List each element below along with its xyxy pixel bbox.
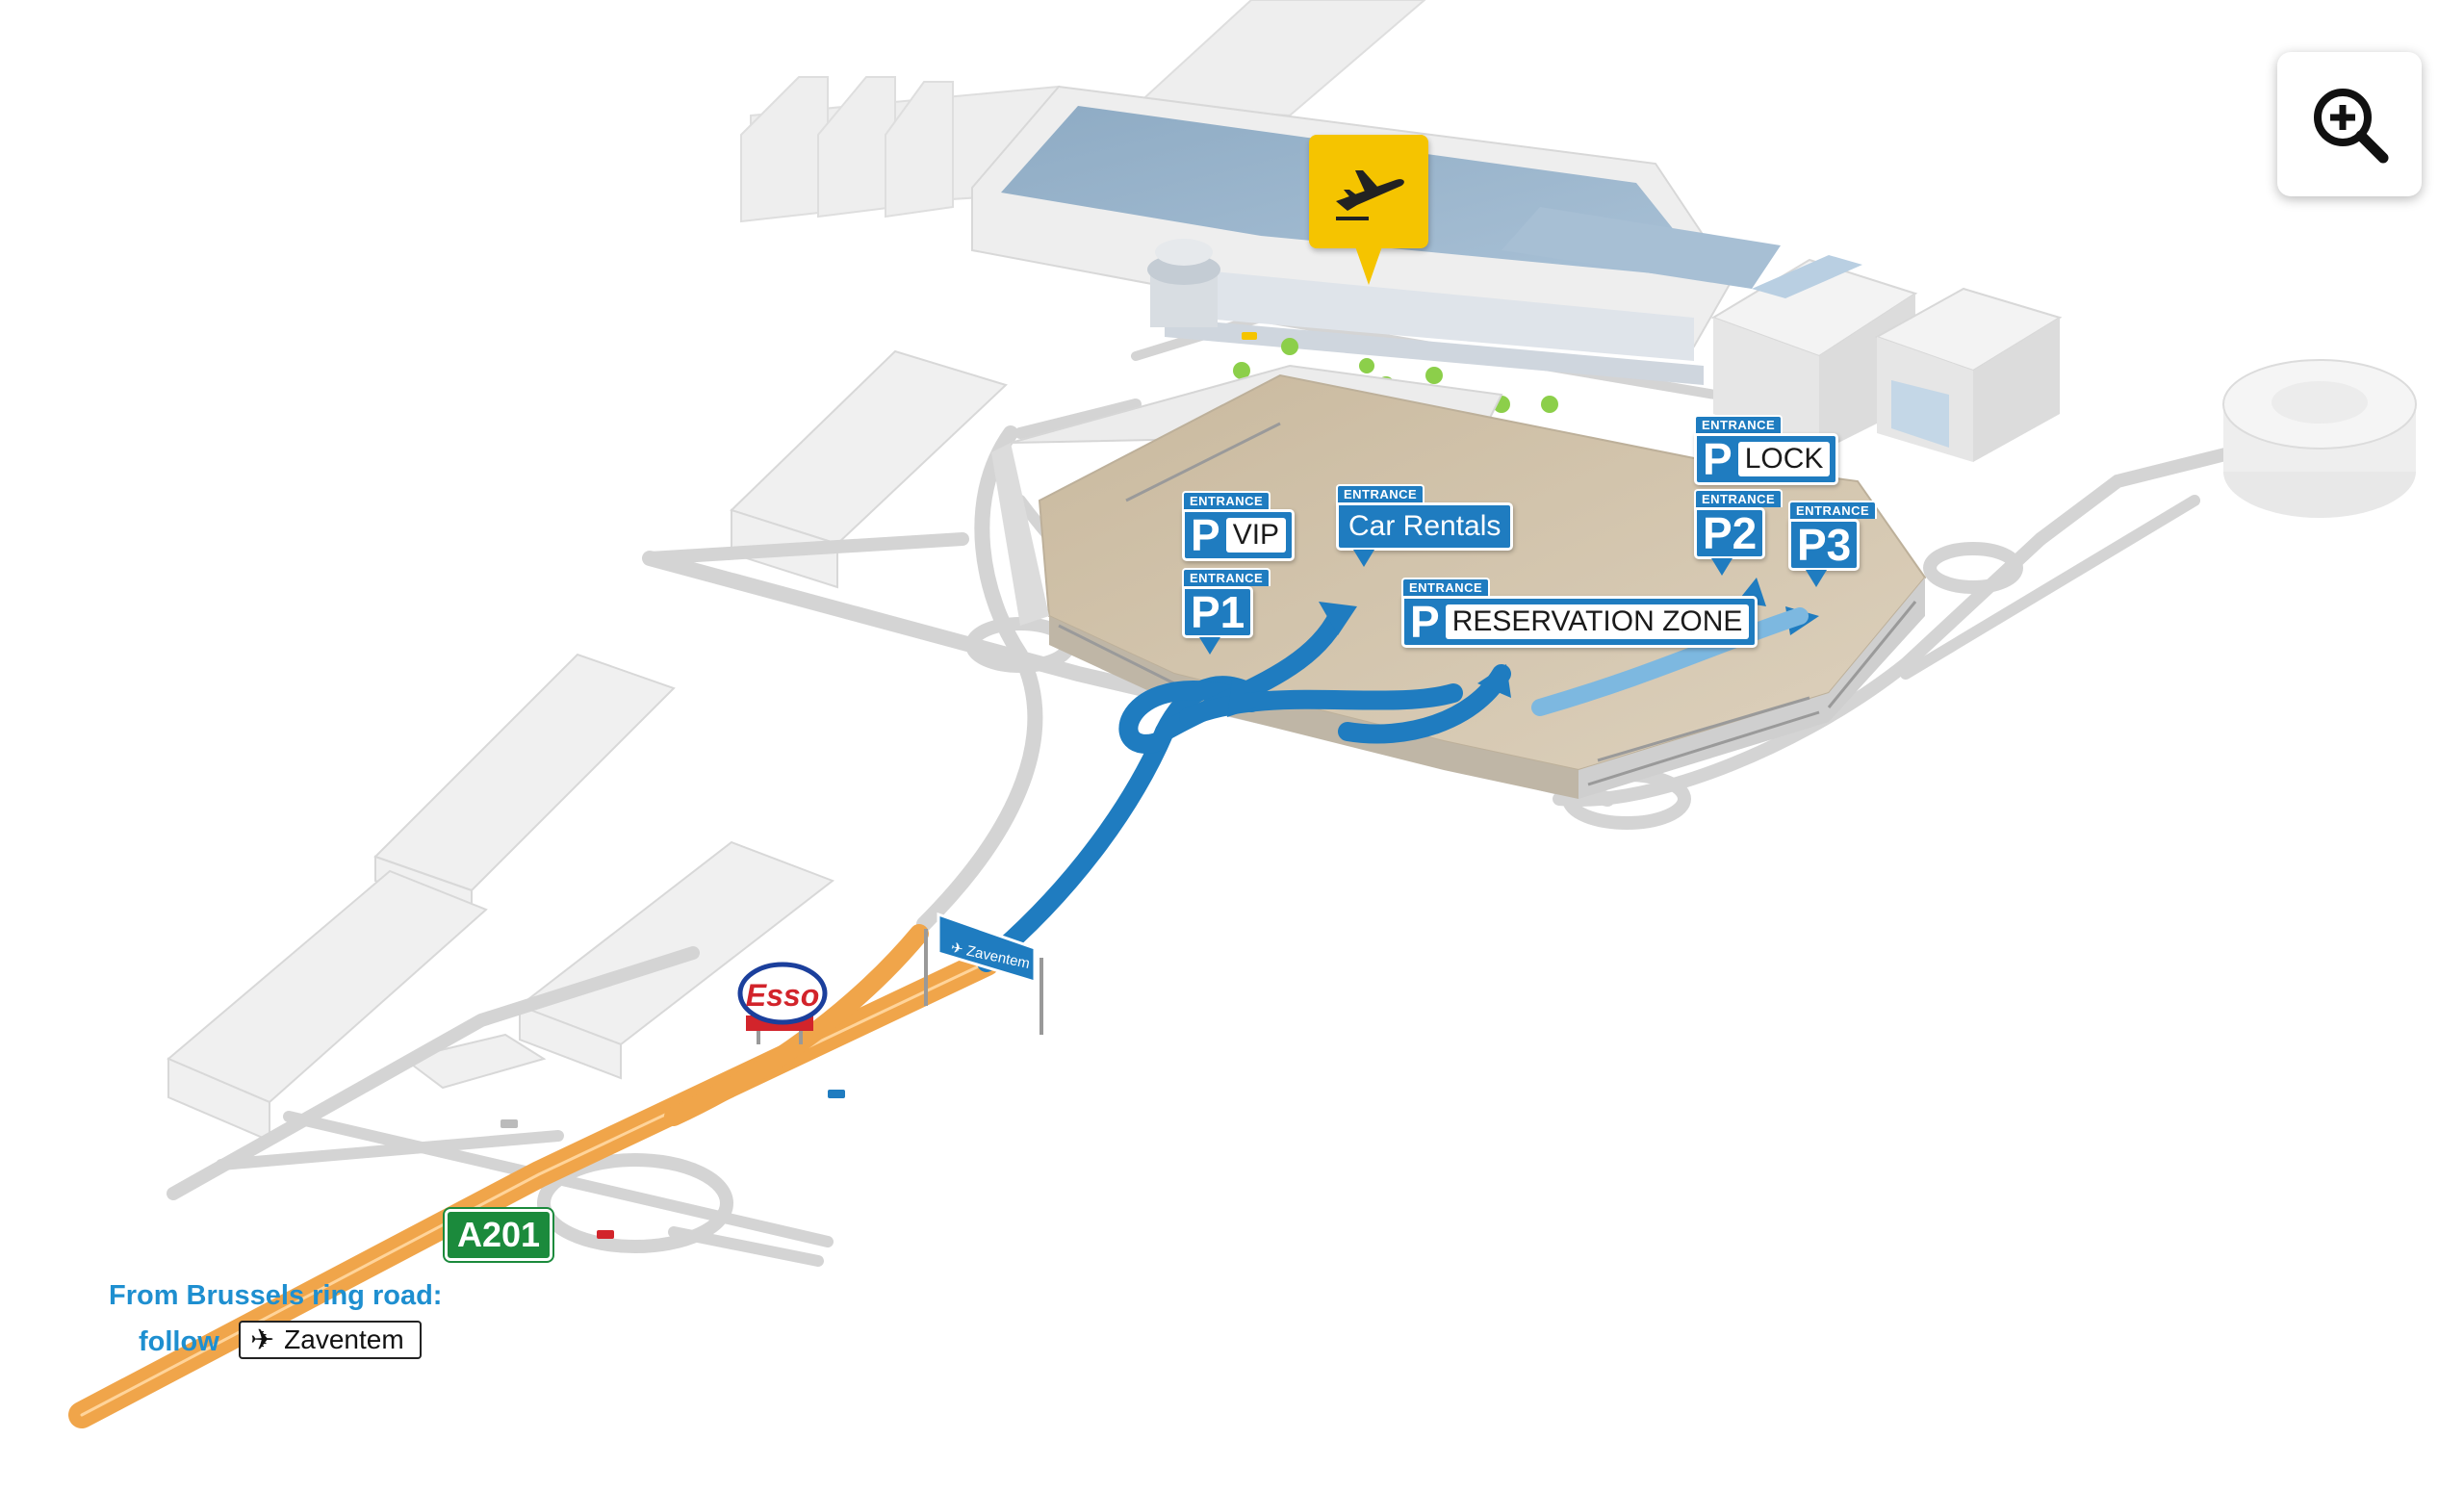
- sign-p-letter: P3: [1797, 520, 1852, 570]
- highway-a201: [68, 924, 1000, 1428]
- sign-p3[interactable]: ENTRANCE P3: [1788, 501, 1878, 587]
- sign-p2[interactable]: ENTRANCE P2: [1694, 489, 1784, 576]
- sign-pointer: [1711, 558, 1732, 576]
- sign-car-rentals[interactable]: ENTRANCE Car Rentals: [1336, 484, 1514, 567]
- vehicles: [500, 332, 1257, 1239]
- zoom-in-icon: [2314, 89, 2389, 164]
- sign-p-vip[interactable]: ENTRANCE P VIP: [1182, 491, 1296, 561]
- sign-label: Car Rentals: [1348, 510, 1502, 542]
- directions-sign-label: Zaventem: [284, 1324, 404, 1354]
- esso-logo: Esso: [745, 977, 820, 1013]
- entrance-tag: ENTRANCE: [1182, 491, 1271, 509]
- entrance-tag: ENTRANCE: [1182, 568, 1271, 586]
- entrance-tag: ENTRANCE: [1694, 415, 1784, 433]
- directions-line1: From Brussels ring road:: [109, 1280, 443, 1311]
- sign-pointer: [1806, 570, 1827, 587]
- access-route: [977, 606, 1511, 972]
- directions-sign: ✈ Zaventem: [239, 1321, 422, 1359]
- plane-icon: ✈: [949, 938, 965, 959]
- road-shield-a201: A201: [445, 1209, 553, 1261]
- control-tower: [1147, 239, 1220, 327]
- sign-p-letter: P2: [1703, 508, 1758, 558]
- warehouse-buildings: [167, 349, 1008, 1143]
- sign-label: LOCK: [1737, 442, 1831, 476]
- entrance-tag: ENTRANCE: [1788, 501, 1878, 519]
- departures-plane-icon: [1336, 170, 1404, 220]
- entrance-tag: ENTRANCE: [1336, 484, 1425, 502]
- sign-p-letter: P: [1191, 510, 1220, 560]
- sign-p-lock[interactable]: ENTRANCE P LOCK: [1694, 415, 1839, 485]
- sign-label: VIP: [1225, 518, 1287, 553]
- terminal-marker-pointer: [1355, 246, 1382, 285]
- overhead-gantry: [924, 912, 1043, 1035]
- sign-pointer: [1199, 637, 1220, 655]
- sign-p-letter: P: [1410, 597, 1440, 647]
- sign-label: RESERVATION ZONE: [1445, 604, 1750, 639]
- sign-reservation-zone[interactable]: ENTRANCE P RESERVATION ZONE: [1401, 578, 1758, 648]
- sign-pointer: [1353, 550, 1374, 567]
- entrance-tag: ENTRANCE: [1401, 578, 1491, 596]
- p3-ramp: [1531, 607, 1809, 716]
- terminal-marker[interactable]: [1309, 135, 1428, 248]
- esso-station: [737, 962, 828, 1044]
- plane-icon: ✈: [250, 1324, 275, 1356]
- zoom-in-button[interactable]: [2277, 52, 2422, 196]
- sign-p-letter: P: [1703, 434, 1732, 484]
- round-tower-building: [2222, 359, 2417, 518]
- parking-levels: [1058, 422, 1917, 786]
- entrance-tag: ENTRANCE: [1694, 489, 1784, 507]
- sign-p-letter: P1: [1191, 587, 1245, 637]
- sign-p1[interactable]: ENTRANCE P1: [1182, 568, 1271, 655]
- directions-line2: follow: [139, 1326, 219, 1357]
